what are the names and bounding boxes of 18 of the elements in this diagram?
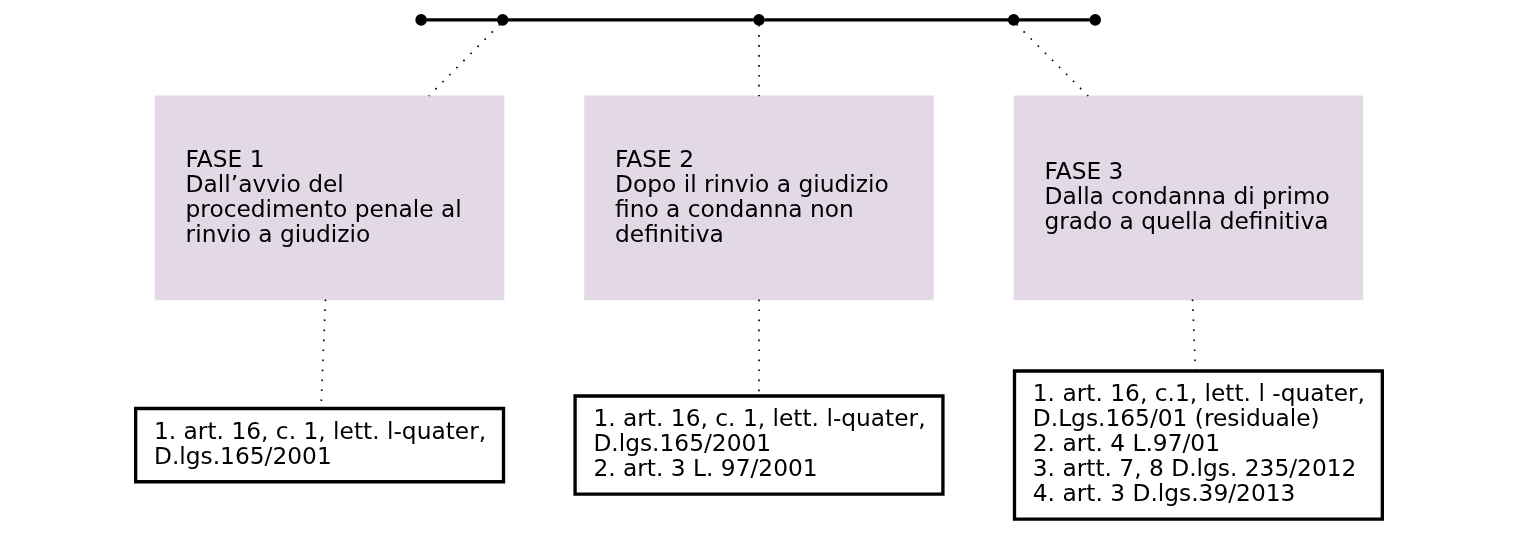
connector <box>427 23 500 97</box>
node-circle <box>414 14 427 26</box>
connector <box>764 18 1008 22</box>
node-box: FASE 2 Dopo il rinvio a giudizio fino a condanna non definitiva <box>583 95 934 301</box>
connector <box>1018 18 1090 22</box>
node-box: 1. art. 16, c. 1, lett. l-quater, D.lgs.165/2001 2. art. 3 L. 97/2001 <box>572 394 945 496</box>
node-circle <box>496 14 508 26</box>
node-box: 1. art. 16, c. 1, lett. l-quater, D.lgs.165/2001 <box>133 406 505 484</box>
node-circle <box>1007 14 1019 26</box>
node-circle <box>1088 14 1101 26</box>
connector <box>1015 23 1089 97</box>
connector <box>1191 298 1196 372</box>
node-box: 1. art. 16, c.1, lett. l -quater, D.Lgs.165/01 (residuale) 2. art. 4 L.97/01 3. artt. 7, 8 D.lgs. 235/2012 4. art. 3 D.lgs.39/2013 <box>1012 369 1384 521</box>
node-box: FASE 1 Dall’avvio del procedimento penale al rinvio a giudizio <box>154 95 504 301</box>
node-box: FASE 3 Dalla condanna di primo grado a quella definitiva <box>1013 95 1363 301</box>
connector <box>507 18 754 22</box>
connector <box>425 18 497 22</box>
node-circle <box>752 14 765 26</box>
